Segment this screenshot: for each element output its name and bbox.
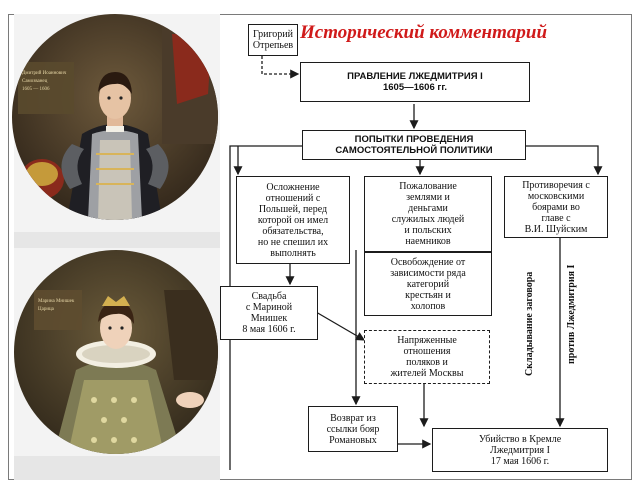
slide-title: Исторический комментарий [300, 22, 548, 43]
box-grants: Пожалование землями и деньгами служилых … [364, 176, 492, 252]
box-attempts: ПОПЫТКИ ПРОВЕДЕНИЯ САМОСТОЯТЕЛЬНОЙ ПОЛИТ… [302, 130, 526, 160]
portrait-false-dmitry-i: Дмитрий Иоаннович Самозванец 1605 — 1606 [12, 14, 218, 220]
label-conspiracy: Складывание заговора [524, 271, 535, 376]
svg-text:Царица: Царица [38, 307, 55, 312]
box-grigory-otrepyev: Григорий Отрепьев [248, 24, 298, 56]
box-return-romanovs: Возврат из ссылки бояр Романовых [308, 406, 398, 452]
label-against: против Лжедмитрия I [566, 264, 577, 364]
box-wedding: Свадьба с Мариной Мнишек 8 мая 1606 г. [220, 286, 318, 340]
svg-text:Марина Мнишек: Марина Мнишек [38, 299, 75, 304]
portrait-marina-mniszech-icon: Марина Мнишек Царица [14, 250, 218, 454]
box-murder: Убийство в Кремле Лжедмитрия I 17 мая 16… [432, 428, 608, 472]
portrait-marina-mniszech: Марина Мнишек Царица [14, 250, 218, 454]
svg-text:1605 — 1606: 1605 — 1606 [22, 87, 50, 92]
panel-divider [14, 232, 220, 248]
svg-text:Самозванец: Самозванец [22, 79, 48, 84]
box-release: Освобождение от зависимости ряда категор… [364, 252, 492, 316]
box-reign: ПРАВЛЕНИЕ ЛЖЕДМИТРИЯ I 1605—1606 гг. [300, 62, 530, 102]
box-tension: Напряженные отношения поляков и жителей … [364, 330, 490, 384]
panel-divider [14, 456, 220, 480]
svg-text:Дмитрий Иоаннович: Дмитрий Иоаннович [22, 71, 67, 76]
portrait-false-dmitry-i-icon: Дмитрий Иоаннович Самозванец 1605 — 1606 [12, 14, 218, 220]
box-contradictions: Противоречия с московскими боярами во гл… [504, 176, 608, 238]
box-poland: Осложнение отношений с Польшей, перед ко… [236, 176, 350, 264]
